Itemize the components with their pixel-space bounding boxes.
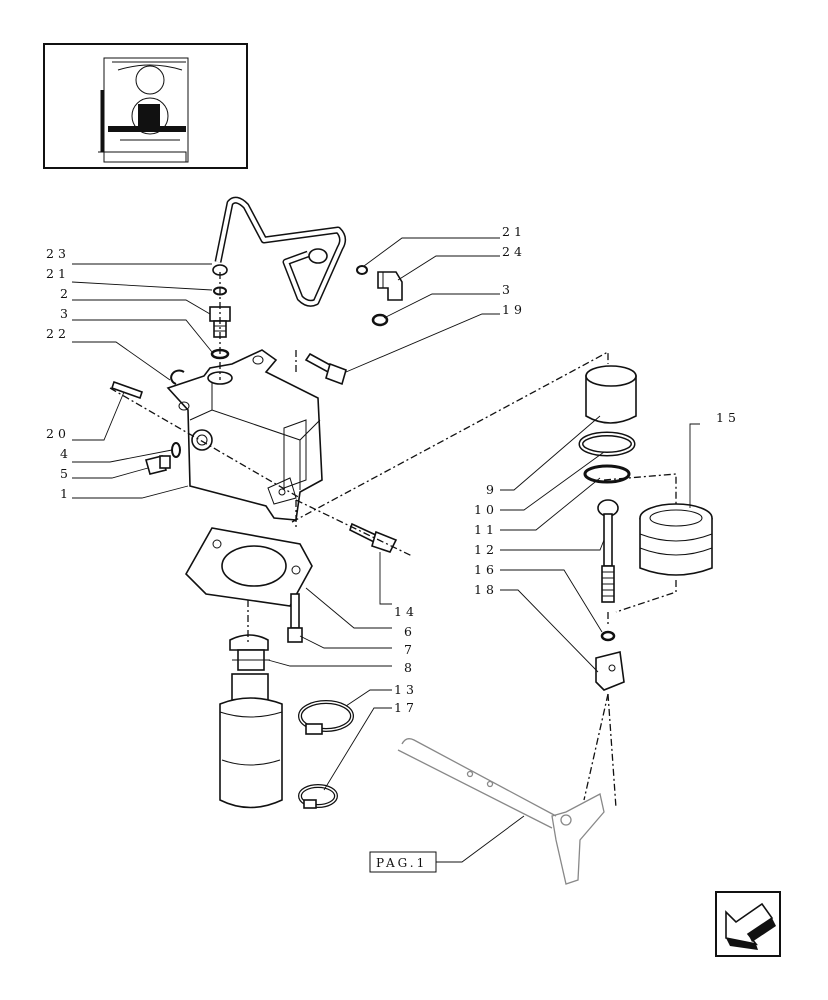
callout-5: 5 — [60, 466, 72, 481]
callout-8: 8 — [404, 660, 416, 675]
elbow-fitting-24 — [377, 271, 403, 301]
bolt-7 — [287, 593, 303, 643]
assembly-lines — [109, 272, 677, 809]
callout-11: 11 — [474, 522, 498, 537]
nut-16 — [600, 630, 616, 642]
callout-18: 18 — [474, 582, 498, 597]
page-reference-link[interactable]: PAG.1 — [369, 851, 437, 873]
callout-16: 16 — [474, 562, 498, 577]
bellows-15 — [639, 503, 713, 576]
bolt-19 — [304, 352, 347, 386]
plug-5 — [145, 455, 171, 475]
seal-ring-4 — [171, 442, 181, 458]
hose-clamp-17 — [298, 784, 338, 809]
hose-clamp-13 — [298, 700, 354, 735]
callout-14: 14 — [394, 604, 418, 619]
callout-17: 17 — [394, 700, 418, 715]
callout-20: 20 — [46, 426, 70, 441]
callout-22: 22 — [46, 326, 70, 341]
clevis-18 — [595, 651, 625, 691]
bolt-14 — [349, 522, 398, 553]
pin-20 — [110, 380, 144, 400]
callout-9: 9 — [486, 482, 498, 497]
callout-3b: 3 — [502, 282, 514, 297]
callouts-right: 15 9 10 11 12 16 18 — [474, 410, 740, 597]
callouts-left: 23 21 2 3 22 20 4 5 1 — [46, 246, 72, 501]
callout-21b: 21 — [502, 224, 526, 239]
callout-21: 21 — [46, 266, 70, 281]
rod-12 — [597, 499, 619, 603]
callout-4: 4 — [60, 446, 72, 461]
locator-thumbnail — [43, 43, 248, 169]
callout-6: 6 — [404, 624, 416, 639]
leader-lines — [71, 237, 700, 863]
circlip-22 — [170, 369, 185, 385]
callouts-top-right: 21 24 3 19 — [502, 224, 526, 317]
page-reference-label: PAG.1 — [376, 856, 427, 870]
next-page-arrow-icon[interactable] — [715, 891, 781, 957]
callout-24: 24 — [502, 244, 526, 259]
callout-19: 19 — [502, 302, 526, 317]
plunger-cylinder-8 — [219, 634, 283, 809]
callout-1: 1 — [60, 486, 72, 501]
callout-15: 15 — [716, 410, 740, 425]
callout-7: 7 — [404, 642, 416, 657]
callout-13: 13 — [394, 682, 418, 697]
callout-23: 23 — [46, 246, 70, 261]
callout-10: 10 — [474, 502, 498, 517]
callouts-bottom: 14 6 7 8 13 17 — [394, 604, 418, 715]
callout-12: 12 — [474, 542, 498, 557]
callout-2: 2 — [60, 286, 72, 301]
callout-3: 3 — [60, 306, 72, 321]
cap-9 — [585, 365, 637, 424]
lever-reference — [397, 738, 605, 885]
pump-housing — [166, 349, 323, 521]
o-ring-11 — [583, 464, 631, 484]
gasket-6 — [185, 527, 313, 607]
seal-10 — [578, 431, 636, 457]
